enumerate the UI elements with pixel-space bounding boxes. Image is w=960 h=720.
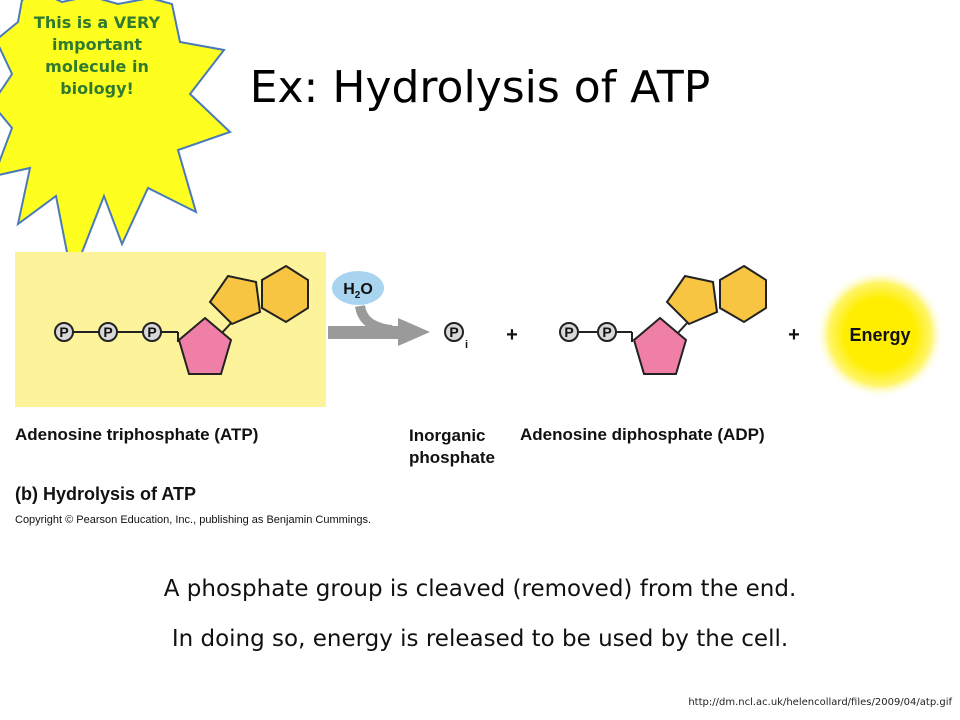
pi-label-line-1: Inorganic [409, 426, 486, 445]
atp-p3-label: P [147, 324, 156, 340]
atp-hydrolysis-diagram: P P P H2O P i + P P + Energy [15, 252, 944, 407]
callout-line-4: biology! [60, 79, 134, 98]
atp-label: Adenosine triphosphate (ATP) [15, 425, 259, 444]
body-line-2: In doing so, energy is released to be us… [171, 626, 789, 652]
callout-line-3: molecule in [45, 57, 149, 76]
adp-p1-label: P [564, 324, 573, 340]
atp-phosphate-3 [142, 322, 162, 342]
adp-ribose-sugar [632, 316, 688, 375]
plus-sign-2: + [788, 324, 800, 346]
adp-phosphate-2 [597, 322, 617, 342]
atp-molecule: P P P [54, 264, 309, 375]
pi-label: P [449, 324, 458, 340]
adp-adenine-pentagon [665, 274, 719, 326]
callout-line-2: important [52, 35, 142, 54]
starburst-shape [0, 0, 232, 280]
water-bubble [332, 271, 384, 305]
adp-phosphate-1 [559, 322, 579, 342]
atp-adenine-hexagon [261, 264, 309, 324]
slide-title: Ex: Hydrolysis of ATP [249, 62, 711, 113]
atp-phosphate-1 [54, 322, 74, 342]
adp-p2-label: P [602, 324, 611, 340]
adp-adenine-hexagon [719, 264, 767, 324]
inorganic-phosphate-label: Inorganic phosphate [409, 425, 495, 469]
energy-glow [816, 270, 944, 398]
reaction-arrow [328, 304, 430, 346]
body-line-1: A phosphate group is cleaved (removed) f… [163, 576, 797, 602]
source-url: http://dm.ncl.ac.uk/helencollard/files/2… [688, 697, 952, 708]
copyright-notice: Copyright © Pearson Education, Inc., pub… [15, 514, 372, 526]
pi-label-line-2: phosphate [409, 448, 495, 467]
plus-sign-1: + [506, 324, 518, 346]
inorganic-phosphate [444, 322, 464, 342]
adp-label: Adenosine diphosphate (ADP) [520, 425, 765, 444]
diagram-caption: (b) Hydrolysis of ATP [15, 484, 197, 504]
starburst-callout [0, 0, 232, 280]
water-label: H2O [343, 281, 373, 301]
energy-label: Energy [849, 325, 910, 345]
atp-p1-label: P [59, 324, 68, 340]
callout-line-1: This is a VERY [33, 13, 161, 32]
adp-molecule: P P [559, 264, 767, 375]
pi-subscript: i [465, 339, 468, 351]
atp-adenine-pentagon [208, 274, 262, 326]
atp-p2-label: P [103, 324, 112, 340]
atp-phosphate-2 [98, 322, 118, 342]
callout-text: This is a VERY important molecule in bio… [22, 12, 172, 100]
atp-ribose-sugar [177, 316, 233, 375]
